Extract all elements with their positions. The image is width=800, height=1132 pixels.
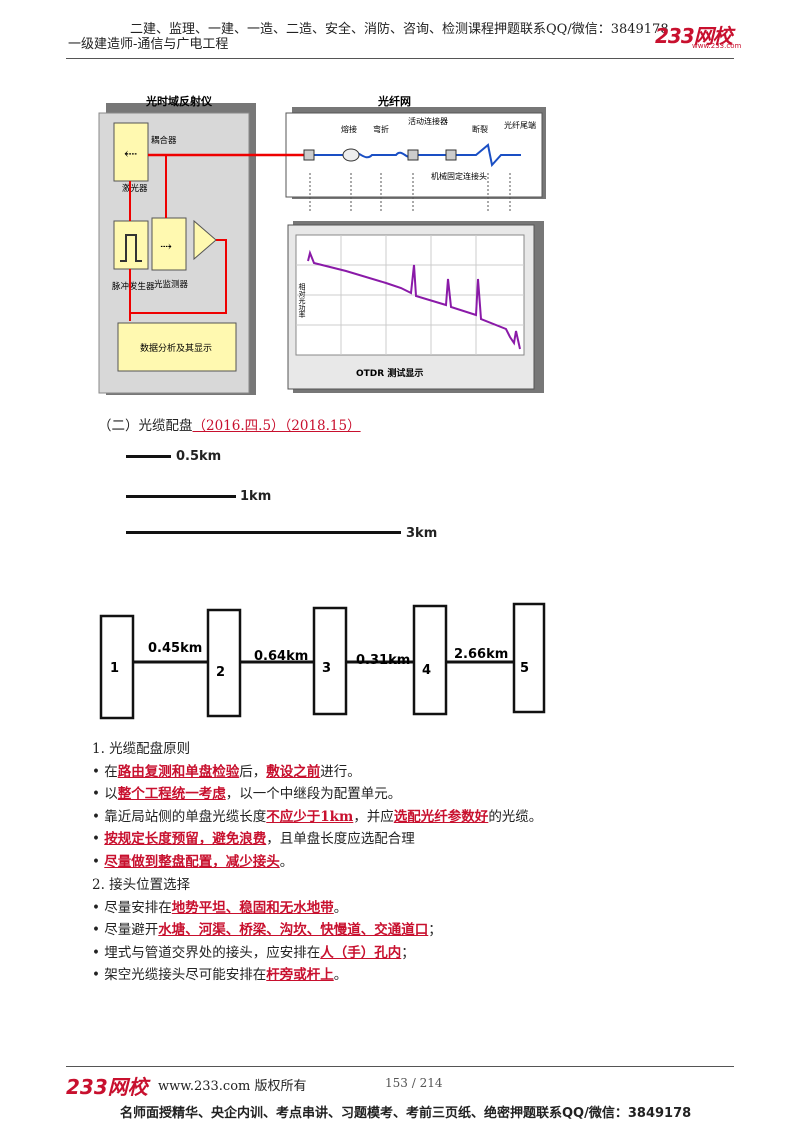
station-4-label: 4 [422, 663, 431, 678]
pulse-generator-label: 脉冲发生器 [112, 281, 155, 292]
footer-site: www.233.com 版权所有 [158, 1079, 307, 1094]
station-5 [512, 602, 546, 714]
otdr-title: 光时域反射仪 [145, 94, 213, 108]
cable-bar-1km [126, 495, 236, 498]
laser-block [113, 122, 149, 182]
principle-item: • 靠近局站侧的单盘光缆长度不应少于1km，并应选配光纤参数好的光缆。 [92, 809, 543, 825]
header-logo-url: www.233.com [692, 42, 742, 50]
active-connector-icon [407, 149, 419, 161]
header-subject: 一级建造师-通信与广电工程 [68, 37, 229, 52]
section-title: （二）光缆配盘 [98, 418, 193, 434]
pulse-generator-block [113, 220, 149, 270]
header-logo: 233网校 [655, 24, 733, 48]
data-analysis-block [117, 322, 237, 372]
joint-item: • 尽量安排在地势平坦、稳固和无水地带。 [92, 900, 348, 916]
amp-data-link [130, 239, 227, 314]
otdr-grid [296, 235, 524, 355]
photodetector-label: 光监测器 [154, 279, 189, 290]
span-3-label: 0.31km [356, 653, 410, 668]
station-2-label: 2 [216, 665, 225, 680]
amplifier-icon [193, 219, 217, 261]
label-active-connector: 活动连接器 [408, 116, 448, 126]
laser-icon: ⇠ [124, 144, 137, 163]
cable-label-3km: 3km [406, 526, 438, 541]
station-3 [312, 606, 348, 716]
span-4-label: 2.66km [454, 647, 508, 662]
span-2-label: 0.64km [254, 649, 308, 664]
pulse-icon [120, 234, 142, 262]
label-break: 断裂 [472, 124, 488, 134]
probe-lines [309, 173, 511, 213]
joint-item: • 尽量避开水塘、河渠、桥梁、沟坎、快慢道、交通道口； [92, 922, 442, 938]
cable-label-0.5km: 0.5km [176, 449, 222, 464]
photodetector-icon: ⇢ [160, 239, 172, 255]
coupler-label: 耦合器 [151, 135, 177, 146]
otdr-trace [307, 249, 521, 350]
section-ref: （2016.四.5）（2018.15） [192, 418, 361, 434]
cable-bar-0.5km [126, 455, 171, 458]
connector-icon [303, 149, 315, 161]
principle-item: • 在路由复测和单盘检验后，敷设之前进行。 [92, 764, 361, 780]
section-heading: （二）光缆配盘（2016.四.5）（2018.15） [98, 414, 361, 434]
label-mech-joint: 机械固定连接头 [431, 171, 487, 181]
label-bend: 弯折 [373, 124, 389, 134]
mech-joint-icon [445, 149, 457, 161]
principle-item: • 以整个工程统一考虑，以一个中继段为配置单元。 [92, 786, 402, 802]
joint-item: • 埋式与管道交界处的接头，应安排在人（手）孔内； [92, 945, 415, 961]
footer-logo: 233网校 [66, 1075, 148, 1099]
cable-span-diagram: 1 2 3 4 5 0.45km 0.64km 0.31km 2.66km [99, 602, 546, 720]
station-4 [412, 604, 448, 716]
station-2 [206, 608, 242, 718]
station-3-label: 3 [322, 661, 331, 676]
header-divider [66, 58, 734, 59]
station-5-label: 5 [520, 661, 529, 676]
principle-item: • 尽量做到整盘配置，减少接头。 [92, 854, 294, 870]
splice-icon [342, 148, 360, 162]
label-fiber-end: 光纤尾端 [504, 120, 536, 130]
data-analysis-label: 数据分析及其显示 [140, 342, 212, 354]
footer-divider [66, 1066, 734, 1067]
otdr-ylabel: 相对光功率 [298, 282, 306, 319]
joint-item: • 架空光缆接头尽可能安排在杆旁或杆上。 [92, 967, 348, 983]
page-number: 153 / 214 [385, 1076, 443, 1090]
principle-title: 1. 光缆配盘原则 [92, 741, 191, 757]
label-splice: 熔接 [341, 124, 357, 134]
principle-item: • 按规定长度预留，避免浪费，且单盘长度应选配合理 [92, 831, 415, 847]
cable-label-1km: 1km [240, 489, 272, 504]
otdr-diagram: 光时域反射仪 光纤网 ⇠ 耦合器 激光器 脉冲发生器 ⇢ 光监测器 数据分析及其… [98, 94, 546, 395]
header-contact-line: 二建、监理、一建、一造、二造、安全、消防、咨询、检测课程押题联系QQ/微信：38… [130, 22, 669, 37]
station-1 [99, 614, 135, 720]
laser-label: 激光器 [122, 183, 148, 194]
photodetector-block [151, 217, 187, 271]
fiber-net-title: 光纤网 [377, 94, 411, 108]
cable-bar-3km [126, 531, 401, 534]
footer-ad: 名师面授精华、央企内训、考点串讲、习题模考、考前三页纸、绝密押题联系QQ/微信：… [120, 1106, 692, 1121]
span-1-label: 0.45km [148, 641, 202, 656]
joint-title: 2. 接头位置选择 [92, 877, 191, 893]
otdr-caption: OTDR 测试显示 [356, 367, 423, 379]
station-1-label: 1 [110, 661, 119, 676]
